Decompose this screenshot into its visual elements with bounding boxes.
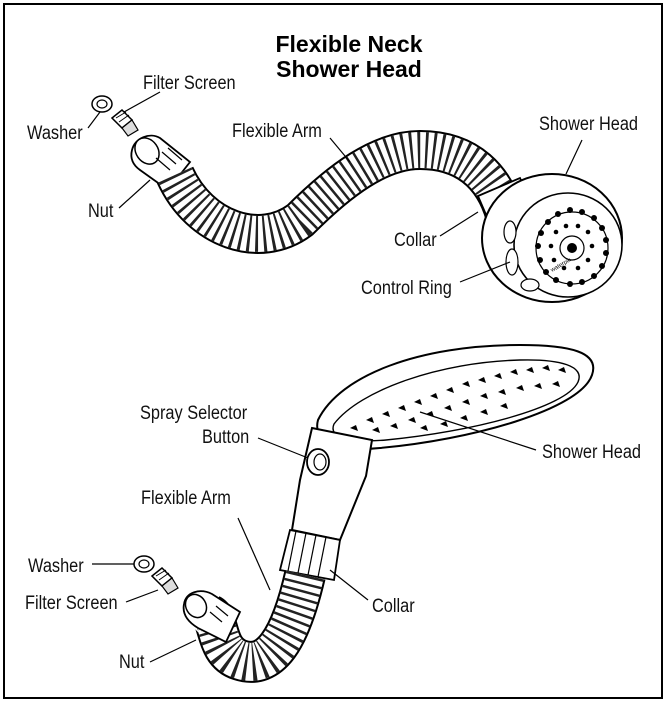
top-label-collar: Collar <box>394 230 437 251</box>
bottom-label-collar: Collar <box>372 596 415 617</box>
bottom-label-nut: Nut <box>119 652 145 673</box>
top-label-flexible-arm: Flexible Arm <box>232 121 322 142</box>
diagram-frame <box>3 3 663 699</box>
top-assembly: waterpik <box>87 91 623 303</box>
bottom-label-shower-head: Shower Head <box>542 442 642 463</box>
bottom-label-spray-selector: Spray Selector <box>140 403 248 424</box>
bottom-filter-screen-icon <box>150 566 179 595</box>
bottom-label-filter-screen: Filter Screen <box>25 593 118 614</box>
bottom-collar <box>278 528 342 582</box>
bottom-label-spray-selector-button: Button <box>202 427 250 448</box>
bottom-nut-icon <box>182 590 242 644</box>
top-label-washer: Washer <box>27 123 83 144</box>
top-filter-screen-icon <box>110 108 139 137</box>
bottom-label-flexible-arm: Flexible Arm <box>141 488 231 509</box>
top-label-filter-screen: Filter Screen <box>143 73 236 94</box>
bottom-assembly <box>92 343 595 683</box>
bottom-washer-icon <box>133 555 155 573</box>
top-label-shower-head: Shower Head <box>539 114 639 135</box>
top-washer-icon <box>91 95 113 113</box>
top-shower-head: waterpik <box>481 173 623 303</box>
bottom-label-washer: Washer <box>28 556 84 577</box>
title-line-1: Flexible Neck <box>275 31 423 57</box>
title-line-2: Shower Head <box>276 56 422 82</box>
spray-selector-button-icon <box>306 448 330 476</box>
bottom-shower-head <box>316 343 595 450</box>
top-label-control-ring: Control Ring <box>361 278 452 299</box>
top-label-nut: Nut <box>88 201 114 222</box>
diagram-title: Flexible Neck Shower Head <box>234 32 464 82</box>
bottom-handle <box>290 426 374 542</box>
